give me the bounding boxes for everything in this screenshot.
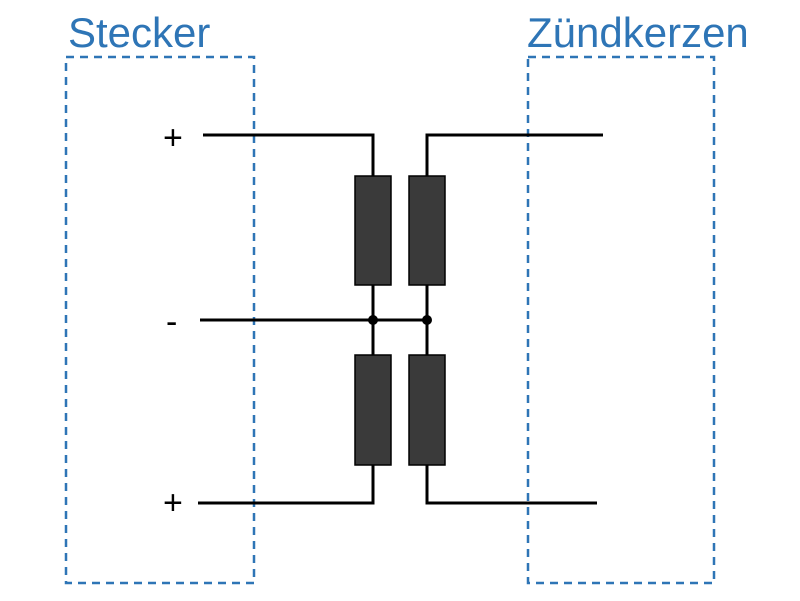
junction-right [422,315,432,325]
terminal-minus: - [166,303,177,341]
wire-top-right [425,133,603,176]
coil-bottom-right [408,354,446,466]
zuendkerzen-label: Zündkerzen [527,9,749,56]
zuendkerzen-box [526,55,716,585]
coil-top-left [354,175,392,286]
terminal-plus-top: + [163,119,183,157]
coil-bottom-left [354,354,392,466]
wire-bottom-right [425,465,597,505]
wire-top-left [203,133,375,176]
coils [354,175,446,466]
wires [198,133,603,505]
stecker-label: Stecker [68,9,210,56]
wire-bottom-left [198,465,375,505]
junction-left [368,315,378,325]
coil-top-right [408,175,446,286]
terminal-plus-bottom: + [163,484,183,522]
